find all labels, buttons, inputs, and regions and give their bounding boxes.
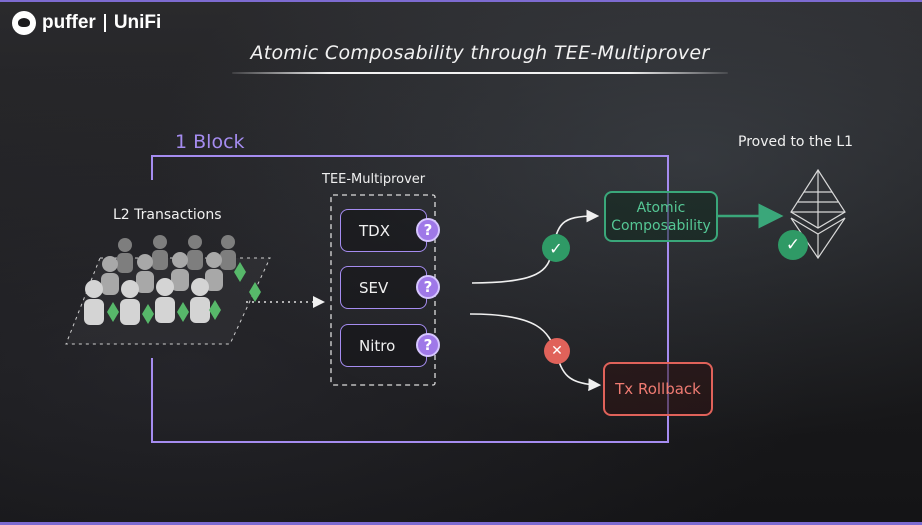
tee-multiprover-container	[330, 194, 436, 386]
eth-coins-icon	[107, 262, 261, 324]
l1-check-icon: ✓	[778, 230, 808, 260]
atomic-line-2: Composability	[611, 217, 711, 234]
prover-nitro: Nitro	[340, 324, 427, 367]
block-bracket	[151, 155, 669, 443]
failure-cross-icon: ✕	[544, 338, 570, 364]
slide-title: Atomic Composability through TEE-Multipr…	[250, 42, 710, 64]
tx-rollback-box: Tx Rollback	[603, 362, 713, 416]
failure-path-arrow	[469, 313, 602, 392]
block-label: 1 Block	[175, 131, 245, 153]
proved-to-l1-label: Proved to the L1	[738, 134, 854, 150]
prover-name: TDX	[359, 221, 390, 240]
success-check-icon: ✓	[542, 234, 570, 262]
prover-name: SEV	[359, 278, 389, 297]
tee-multiprover-label: TEE-Multiprover	[322, 172, 426, 187]
puffer-logo-icon	[12, 11, 36, 35]
ethereum-icon	[790, 168, 846, 260]
brand-name: puffer	[42, 12, 96, 33]
atomic-line-1: Atomic	[636, 199, 686, 216]
product-name: UniFi	[113, 12, 162, 33]
question-icon: ?	[416, 275, 440, 299]
l2-transactions-label: L2 Transactions	[113, 207, 222, 223]
question-icon: ?	[416, 333, 440, 357]
question-icon: ?	[416, 218, 440, 242]
prover-tdx: TDX	[340, 209, 427, 252]
prover-sev: SEV	[340, 266, 427, 309]
brand-divider	[103, 14, 106, 32]
prover-name: Nitro	[359, 336, 396, 355]
atomic-composability-box: Atomic Composability	[604, 191, 718, 242]
people-crowd-icon	[84, 235, 236, 325]
brand-logo: puffer UniFi	[12, 11, 161, 35]
success-path-arrow	[471, 209, 600, 284]
title-underline	[232, 72, 728, 74]
